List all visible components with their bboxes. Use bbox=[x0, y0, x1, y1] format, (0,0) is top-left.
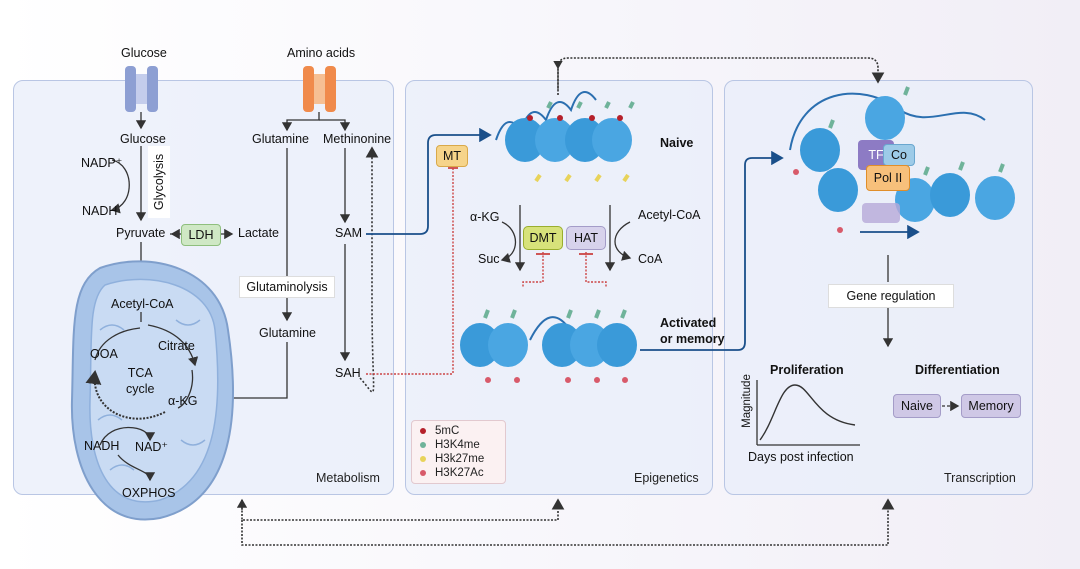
glutamine-bottom-label: Glutamine bbox=[259, 326, 316, 340]
citrate-label: Citrate bbox=[158, 339, 195, 353]
amino-acids-label: Amino acids bbox=[287, 46, 356, 60]
legend-h3k27ac-dot bbox=[420, 470, 426, 476]
ldh-enzyme: LDH bbox=[181, 224, 221, 246]
days-axis-label: Days post infection bbox=[748, 450, 854, 464]
legend-h3k27me-dot bbox=[420, 456, 426, 462]
metabolism-panel-title: Metabolism bbox=[316, 471, 380, 485]
legend-h3k4me-dot bbox=[420, 442, 426, 448]
akg-label: α-KG bbox=[168, 394, 198, 408]
glucose-transporter-icon bbox=[125, 66, 158, 112]
epigenetics-panel-title: Epigenetics bbox=[634, 471, 699, 485]
glycolysis-label: Glycolysis bbox=[148, 146, 170, 218]
sam-label: SAM bbox=[335, 226, 363, 240]
dmt-enzyme: DMT bbox=[523, 226, 563, 250]
coa-label: CoA bbox=[638, 252, 663, 266]
mt-enzyme: MT bbox=[436, 145, 468, 167]
naive-state-box: Naive bbox=[893, 394, 941, 418]
magnitude-axis-label: Magnitude bbox=[740, 374, 753, 428]
proliferation-label: Proliferation bbox=[770, 363, 844, 377]
hat-enzyme: HAT bbox=[566, 226, 606, 250]
glutaminolysis-label: Glutaminolysis bbox=[239, 276, 335, 298]
tca-cycle-label: TCA cycle bbox=[126, 366, 155, 396]
nadp-label: NADP⁺ bbox=[81, 156, 123, 170]
acetyl-coa-label: Acetyl-CoA bbox=[111, 297, 174, 311]
gene-regulation-label: Gene regulation bbox=[828, 284, 954, 308]
naive-label: Naive bbox=[660, 136, 694, 150]
acetyl-coa-epi-label: Acetyl-CoA bbox=[638, 208, 701, 222]
differentiation-label: Differentiation bbox=[915, 363, 1000, 377]
activated-memory-label: Activated or memory bbox=[660, 316, 725, 346]
co-factor: Co bbox=[883, 144, 915, 166]
lactate-label: Lactate bbox=[238, 226, 280, 240]
legend-5mc-dot bbox=[420, 428, 426, 434]
ooa-label: OOA bbox=[90, 347, 118, 361]
suc-label: Suc bbox=[478, 252, 500, 266]
activated-chromatin-icon bbox=[460, 309, 637, 383]
modification-legend: 5mC H3K4me H3k27me H3K27Ac bbox=[411, 420, 506, 484]
naive-chromatin-icon bbox=[495, 91, 635, 183]
nad-label: NAD⁺ bbox=[135, 440, 168, 454]
methionine-label: Methinonine bbox=[323, 132, 392, 146]
glucose-label: Glucose bbox=[120, 132, 166, 146]
nadh-top-label: NADH bbox=[82, 204, 118, 218]
nadh-label: NADH bbox=[84, 439, 120, 453]
legend-item: H3K4me bbox=[420, 439, 480, 451]
pyruvate-label: Pyruvate bbox=[116, 226, 166, 240]
glutamine-top-label: Glutamine bbox=[252, 132, 309, 146]
oxphos-label: OXPHOS bbox=[122, 486, 176, 500]
pol2-complex: Pol II bbox=[866, 165, 910, 191]
legend-item: H3K27Ac bbox=[420, 467, 484, 479]
memory-state-box: Memory bbox=[961, 394, 1021, 418]
sah-label: SAH bbox=[335, 366, 361, 380]
glucose-top-label: Glucose bbox=[121, 46, 167, 60]
legend-item: H3k27me bbox=[420, 453, 484, 465]
transcription-panel-title: Transcription bbox=[944, 471, 1016, 485]
amino-acid-transporter-icon bbox=[303, 66, 336, 112]
legend-item: 5mC bbox=[420, 425, 459, 437]
mitochondrion-icon bbox=[70, 260, 234, 521]
akg-epi-label: α-KG bbox=[470, 210, 500, 224]
proliferation-plot bbox=[756, 380, 860, 446]
transcription-chromatin-icon bbox=[789, 86, 1015, 240]
